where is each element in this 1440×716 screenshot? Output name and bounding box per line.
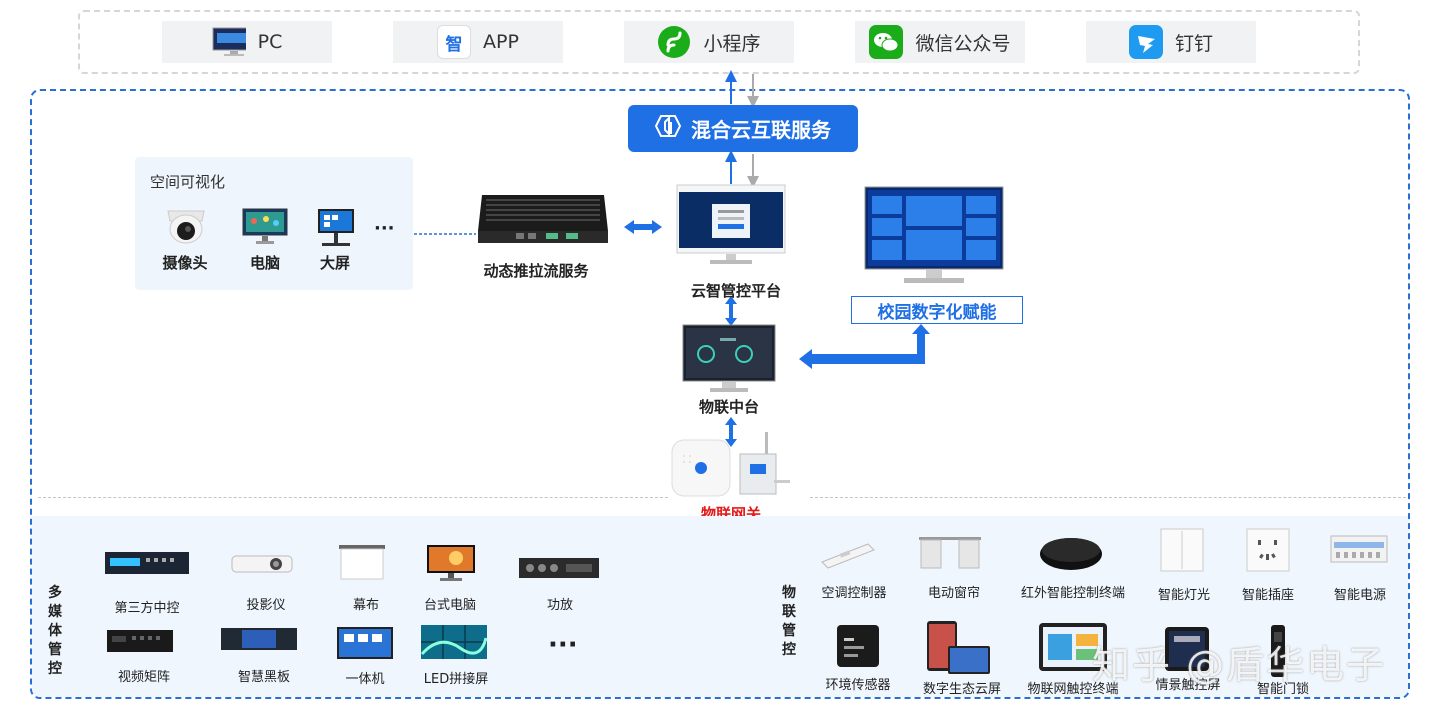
all-in-one-icon (336, 626, 394, 664)
device-label: 智慧黑板 (237, 670, 290, 685)
side-char: 联 (782, 604, 796, 620)
more-dots: ··· (548, 630, 578, 660)
smart-light-switch-icon (1160, 528, 1204, 576)
device-label: 幕布 (352, 598, 379, 613)
cloud-screen-icon (926, 620, 992, 680)
system-frame (30, 89, 1410, 699)
side-char: 管 (782, 623, 796, 639)
more-dots: ··· (374, 218, 395, 239)
device-label: 投影仪 (246, 598, 286, 613)
client-wechat: 微信公众号 (855, 21, 1025, 63)
side-char: 体 (48, 623, 62, 639)
video-matrix-icon (106, 628, 174, 658)
camera-icon (166, 207, 206, 251)
device-label: LED拼接屏 (423, 672, 489, 687)
smart-blackboard-icon (220, 626, 298, 656)
smart-lock-icon (1268, 624, 1288, 682)
hybrid-cloud-service: 混合云互联服务 (628, 105, 858, 152)
device-label: 情景触控屏 (1155, 678, 1221, 693)
multimedia-side-label: 多 媒 体 管 控 (46, 584, 64, 679)
smart-socket-icon (1246, 528, 1290, 576)
side-char: 管 (48, 642, 62, 658)
scene-touch-screen-icon (1164, 626, 1210, 676)
amplifier-icon (518, 556, 600, 586)
streaming-service-label: 动态推拉流服务 (483, 262, 589, 280)
campus-digital-label: 校园数字化赋能 (851, 296, 1023, 324)
client-pc: PC (162, 21, 332, 63)
iot-middle-label: 物联中台 (698, 398, 759, 416)
electric-curtain-icon (918, 536, 982, 574)
projector-icon (230, 552, 294, 580)
streaming-server-icon (476, 193, 610, 249)
led-wall-icon (420, 624, 488, 664)
monitor-icon (212, 25, 246, 59)
device-label: 物联网触控终端 (1027, 682, 1119, 697)
client-label: 小程序 (703, 32, 761, 55)
central-control-icon (104, 550, 190, 582)
wechat-icon (869, 25, 904, 59)
projection-screen-icon (338, 544, 386, 586)
touch-terminal-icon (1038, 622, 1108, 676)
side-char: 控 (48, 661, 62, 677)
hybrid-cloud-label: 混合云互联服务 (691, 118, 831, 142)
client-label: 微信公众号 (915, 32, 1011, 55)
client-dingtalk: 钉钉 (1086, 21, 1256, 63)
watermark: 知乎 @盾华电子 (1092, 643, 1387, 687)
device-label: 红外智能控制终端 (1020, 586, 1125, 601)
client-label: 钉钉 (1174, 32, 1213, 55)
client-app: 智 APP (393, 21, 563, 63)
client-frame (78, 10, 1360, 74)
large-screen-icon (316, 208, 356, 252)
platform-monitor-icon (676, 184, 786, 272)
gateway-router-icon (670, 436, 734, 504)
device-label: 视频矩阵 (117, 670, 170, 685)
divider-right (810, 497, 1406, 498)
divider-left (38, 497, 668, 498)
cloud-platform-label: 云智管控平台 (690, 282, 781, 300)
client-label: APP (483, 31, 519, 53)
device-label: 智能电源 (1333, 588, 1386, 603)
environment-sensor-icon (836, 624, 880, 672)
device-label: 大屏 (319, 254, 350, 272)
desktop-computer-icon (426, 544, 476, 586)
iot-control-side-label: 物 联 管 控 (780, 584, 798, 660)
device-label: 电动窗帘 (927, 586, 980, 601)
device-label: 第三方中控 (114, 601, 180, 616)
device-label: 台式电脑 (423, 598, 476, 613)
device-label: 电脑 (249, 254, 280, 272)
device-label: 一体机 (345, 672, 385, 687)
ir-controller-icon (1038, 532, 1104, 576)
cloud-link-icon (654, 114, 682, 143)
device-label: 智能门锁 (1256, 682, 1309, 697)
side-char: 物 (782, 585, 796, 601)
device-label: 功放 (546, 598, 573, 613)
device-label: 摄像头 (162, 254, 208, 272)
device-label: 数字生态云屏 (922, 682, 1001, 697)
ac-controller-icon (818, 538, 878, 574)
miniprogram-icon (657, 25, 691, 59)
panel-title: 空间可视化 (150, 173, 226, 191)
gateway-box-icon (736, 430, 792, 504)
device-label: 空调控制器 (821, 586, 887, 601)
side-char: 媒 (48, 604, 62, 620)
app-logo-icon: 智 (437, 25, 472, 59)
iot-platform-monitor-icon (682, 324, 776, 398)
dingtalk-icon (1128, 25, 1163, 59)
device-label: 环境传感器 (825, 678, 891, 693)
smart-power-icon (1330, 534, 1388, 568)
client-label: PC (257, 31, 283, 53)
client-miniprogram: 小程序 (624, 21, 794, 63)
computer-icon (242, 208, 288, 250)
side-char: 多 (48, 585, 62, 601)
device-label: 智能插座 (1241, 588, 1294, 603)
side-char: 控 (782, 642, 796, 658)
device-label: 智能灯光 (1157, 588, 1210, 603)
dashboard-monitor-icon (864, 186, 1004, 290)
